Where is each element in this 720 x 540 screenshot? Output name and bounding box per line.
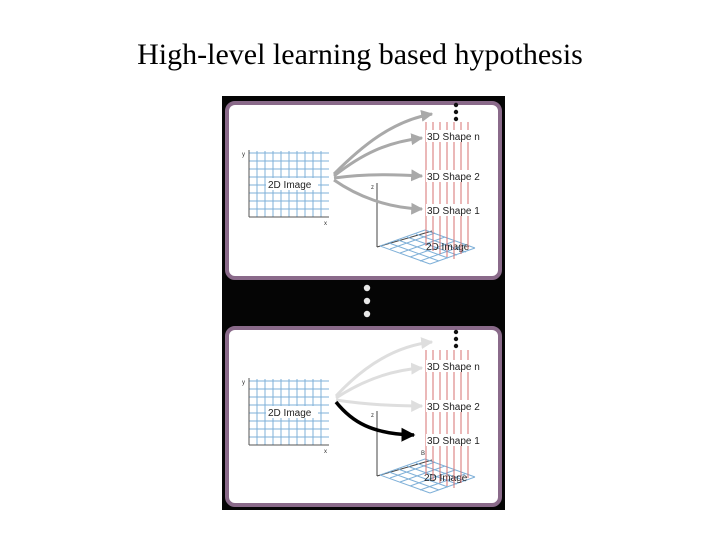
- top-x-axis-label: x: [324, 221, 327, 227]
- slide-title: High-level learning based hypothesis: [137, 38, 583, 71]
- bottom-arrow-selected-shape-1: [334, 400, 416, 442]
- top-red-lines: [425, 122, 469, 259]
- top-shape-n-label: 3D Shape n: [427, 132, 480, 143]
- bottom-shape-1-label: 3D Shape 1: [427, 436, 480, 447]
- bottom-arrow-to-shape-2: [335, 398, 424, 412]
- bottom-shape-n-label: 3D Shape n: [427, 362, 480, 373]
- bottom-shape-1-bg: [426, 434, 488, 446]
- bottom-ellipsis-dots: [453, 329, 459, 349]
- top-arrow-to-shape-2: [333, 169, 424, 182]
- top-arrow-to-shape-1: [333, 178, 424, 215]
- bottom-panel: y x 2D Image z 2D Image: [225, 326, 502, 507]
- top-shape-1-bg: [426, 204, 488, 216]
- bottom-image-label-bg: [266, 406, 318, 418]
- bottom-hypothesis-arrows: [334, 337, 434, 442]
- top-arrow-to-shape-top: [332, 109, 434, 176]
- bottom-shape-2-bg: [426, 400, 488, 412]
- bottom-ground-plane: [379, 458, 476, 494]
- bottom-x-axis-label: x: [324, 449, 327, 455]
- bottom-shape-n-bg: [426, 360, 488, 372]
- bottom-shape-2-label: 3D Shape 2: [427, 402, 480, 413]
- top-shape-2-label: 3D Shape 2: [427, 172, 480, 183]
- bottom-image-label: 2D Image: [268, 408, 312, 419]
- bottom-arrow-to-shape-top: [334, 337, 434, 398]
- top-y-axis-label: y: [242, 152, 245, 158]
- top-image-label: 2D Image: [268, 180, 312, 191]
- bottom-z-axis-label: z: [371, 413, 374, 419]
- top-shape-n-bg: [426, 130, 488, 142]
- bottom-y-axis-label: y: [242, 380, 245, 386]
- hypothesis-diagram: y x 2D Image z 2D Image: [222, 96, 505, 510]
- bottom-panel-border: [225, 326, 502, 507]
- top-image-label-bg: [266, 178, 318, 190]
- bottom-arrow-to-shape-n: [335, 362, 424, 400]
- top-plane-label: 2D Image: [426, 242, 470, 253]
- top-hypothesis-arrows: [332, 109, 434, 215]
- bottom-plane-label: 2D Image: [424, 473, 468, 484]
- hypothesis-figure: y x 2D Image z 2D Image: [222, 96, 505, 510]
- top-panel: y x 2D Image z 2D Image: [225, 101, 502, 280]
- top-z-axis-label: z: [371, 185, 374, 191]
- bottom-marker-label: B: [421, 451, 425, 457]
- top-ellipsis-dots: [453, 102, 459, 122]
- middle-ellipsis-dots: [363, 284, 371, 318]
- top-arrow-to-shape-n: [333, 133, 424, 178]
- top-shape-1-label: 3D Shape 1: [427, 206, 480, 217]
- top-shape-2-bg: [426, 170, 488, 182]
